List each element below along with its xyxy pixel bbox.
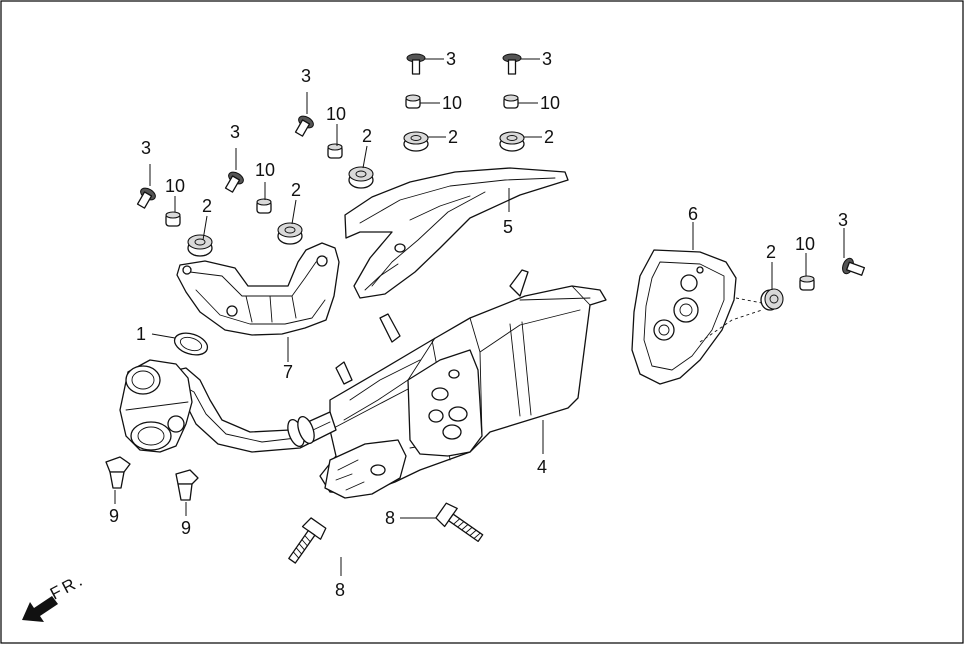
part-5-upper-heat-shield [344,167,569,299]
callout-7: 7 [283,362,293,382]
part-8-flange-bolts [288,502,484,564]
callout-2: 2 [291,180,301,200]
callout-9: 9 [181,518,191,538]
bolt-3a [136,187,156,209]
callout-2: 2 [362,126,372,146]
collar-10c [327,143,343,159]
callout-1: 1 [136,324,146,344]
callout-8: 8 [385,508,395,528]
part-6-end-cap [631,249,763,385]
callout-8: 8 [335,580,345,600]
callout-2: 2 [544,127,554,147]
bolt-3e [502,53,522,75]
part-9-nuts [105,456,199,501]
callout-10: 10 [540,93,560,113]
callout-labels: 3 10 2 3 10 2 3 10 2 3 10 2 3 10 2 1 7 5… [109,49,848,600]
callout-3: 3 [141,138,151,158]
grommet-2d [403,131,429,152]
callout-6: 6 [688,204,698,224]
callout-5: 5 [503,217,513,237]
collar-10b [256,198,272,214]
callout-2: 2 [766,242,776,262]
callout-2: 2 [202,196,212,216]
part-3-bolts [136,53,866,276]
callout-3: 3 [446,49,456,69]
part-10-collars [165,94,815,291]
bolt-3d [406,53,426,75]
grommet-2b [277,222,303,245]
callout-4: 4 [537,457,547,477]
callout-10: 10 [326,104,346,124]
collar-10e [503,94,519,109]
part-2-grommets [187,131,784,311]
bolt-3f [842,257,866,276]
part-7-bracket [176,242,340,336]
bolt-8a [288,517,327,564]
callout-9: 9 [109,506,119,526]
leader-lines [114,58,845,576]
nut-9a [105,456,131,489]
callout-3: 3 [301,66,311,86]
collar-10a [165,211,181,227]
bolt-3b [224,171,244,193]
callout-3: 3 [230,122,240,142]
callout-10: 10 [442,93,462,113]
collar-10d [405,94,421,109]
collar-10f [799,275,815,291]
grommet-2c [348,166,374,189]
nut-9b [175,469,199,501]
front-direction-arrow-icon [22,596,58,622]
callout-10: 10 [165,176,185,196]
part-4-exhaust-muffler [319,269,607,499]
grommet-2a [187,234,213,257]
part-1-gasket [173,332,209,356]
callout-3: 3 [542,49,552,69]
callout-10: 10 [255,160,275,180]
callout-10: 10 [795,234,815,254]
callout-3: 3 [838,210,848,230]
bolt-3c [294,115,314,137]
part-4-header-pipe [119,359,337,453]
grommet-2e [499,131,525,152]
grommet-2f [760,288,784,311]
bolt-8b [435,502,484,543]
callout-2: 2 [448,127,458,147]
